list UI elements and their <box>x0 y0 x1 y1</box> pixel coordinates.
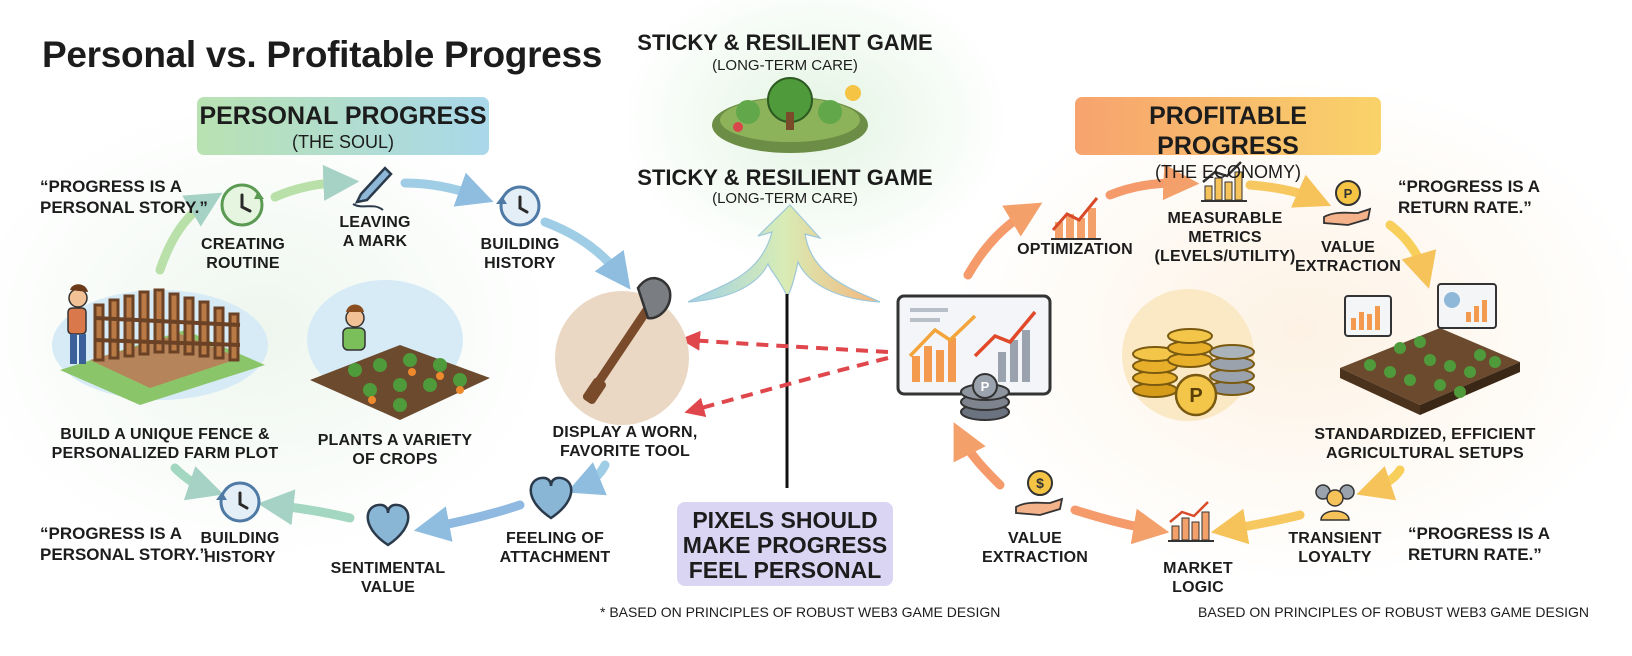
arrow-optimization-to-metrics <box>1105 164 1200 201</box>
arrow-value-to-market <box>1070 505 1170 545</box>
label-creating-routine: CREATING ROUTINE <box>201 236 285 272</box>
profitable-quote-top: “PROGRESS IS A RETURN RATE.” <box>1398 177 1541 217</box>
dashed-arrow-lower <box>684 356 889 418</box>
svg-text:P: P <box>1344 186 1353 201</box>
top-heading-1: STICKY & RESILIENT GAME <box>637 30 933 55</box>
label-measurable-metrics: MEASURABLE METRICS (LEVELS/UTILITY) <box>1154 210 1296 265</box>
arrow-transient-to-market <box>1210 508 1305 545</box>
arrow-fence-to-routine <box>155 192 223 275</box>
fence-farm-illustration <box>52 284 268 405</box>
label-standardized-setups: STANDARDIZED, EFFICIENT AGRICULTURAL SET… <box>1314 426 1536 462</box>
clock-icon <box>220 183 264 227</box>
personal-banner-subtitle: (THE SOUL) <box>291 132 394 152</box>
personal-progress-banner: PERSONAL PROGRESS (THE SOUL) <box>197 97 489 155</box>
label-crops: PLANTS A VARIETY OF CROPS <box>317 432 473 468</box>
label-sentimental-value: SENTIMENTAL VALUE <box>330 560 446 596</box>
arrow-fence-to-history <box>170 463 224 501</box>
label-value-extraction-bottom: VALUE EXTRACTION <box>982 530 1088 566</box>
label-leaving-mark: LEAVING A MARK <box>339 214 411 250</box>
market-chart-icon <box>1168 501 1214 542</box>
arrow-tool-to-attachment <box>566 460 610 496</box>
label-optimization: OPTIMIZATION <box>1017 241 1133 258</box>
coin-hand-icon: P <box>1323 180 1372 226</box>
svg-text:$: $ <box>1036 475 1044 491</box>
history-icon-bottom <box>216 481 261 523</box>
garden-illustration <box>712 77 868 153</box>
center-message-box: PIXELS SHOULD MAKE PROGRESS FEEL PERSONA… <box>677 502 893 586</box>
arrow-attachment-to-sentimental <box>413 500 525 542</box>
label-transient-loyalty: TRANSIENT LOYALTY <box>1288 530 1382 566</box>
profitable-quote-bottom: “PROGRESS IS A RETURN RATE.” <box>1408 524 1551 564</box>
history-icon <box>496 185 541 227</box>
bar-chart-icon <box>1051 197 1101 240</box>
label-market-logic: MARKET LOGIC <box>1163 560 1233 596</box>
label-building-history-bottom: BUILDING HISTORY <box>200 530 280 566</box>
arrow-history-to-tool <box>540 217 631 290</box>
standardized-farm-illustration <box>1340 283 1520 415</box>
shovel-illustration <box>555 276 689 425</box>
pencil-icon <box>352 166 393 211</box>
coin-stacks-illustration: P <box>1122 289 1255 421</box>
token-stack: P <box>960 373 1010 421</box>
arrow-sentimental-to-history <box>257 489 355 526</box>
profitable-banner-title: PROFITABLE PROGRESS <box>1149 102 1307 160</box>
people-icon <box>1315 484 1355 521</box>
personal-quote-top: “PROGRESS IS A PERSONAL STORY.” <box>40 177 208 217</box>
metrics-chart-icon <box>1201 161 1247 202</box>
svg-text:P: P <box>981 379 990 394</box>
arrow-metrics-to-value <box>1245 174 1332 208</box>
dollar-hand-icon: $ <box>1015 470 1064 516</box>
footer-note-left: * BASED ON PRINCIPLES OF ROBUST WEB3 GAM… <box>600 604 1001 620</box>
arrow-to-optimization <box>963 202 1043 280</box>
personal-banner-title: PERSONAL PROGRESS <box>199 102 487 130</box>
profitable-banner-subtitle: (THE ECONOMY) <box>1155 162 1301 182</box>
dashed-arrow-upper <box>680 330 889 354</box>
dashboard-illustration: P <box>896 294 1052 421</box>
top-subheading-1: (LONG-TERM CARE) <box>712 57 858 74</box>
label-fence-plot: BUILD A UNIQUE FENCE & PERSONALIZED FARM… <box>51 426 279 462</box>
top-subheading-2: (LONG-TERM CARE) <box>712 190 858 207</box>
arrow-standardized-to-transient <box>1356 465 1405 501</box>
arrow-routine-to-mark <box>270 164 360 202</box>
footer-note-right: BASED ON PRINCIPLES OF ROBUST WEB3 GAME … <box>1198 604 1590 620</box>
upward-arrow <box>687 204 881 303</box>
personal-quote-bottom: “PROGRESS IS A PERSONAL STORY.” <box>40 524 208 564</box>
top-heading-2: STICKY & RESILIENT GAME <box>637 165 933 190</box>
crops-illustration <box>307 280 490 420</box>
label-attachment: FEELING OF ATTACHMENT <box>499 530 611 566</box>
svg-text:P: P <box>1189 385 1202 407</box>
arrow-mark-to-history <box>400 172 494 207</box>
arrow-value-to-standardized <box>1385 220 1437 289</box>
profitable-progress-banner: PROFITABLE PROGRESS (THE ECONOMY) <box>1075 97 1381 182</box>
heart-icon <box>529 476 573 520</box>
label-value-extraction-top: VALUE EXTRACTION <box>1295 239 1401 275</box>
page-title: Personal vs. Profitable Progress <box>42 34 603 75</box>
heart-icon-sentimental <box>366 503 410 547</box>
arrow-to-dashboard <box>953 422 1005 490</box>
label-building-history-top: BUILDING HISTORY <box>480 236 560 272</box>
label-worn-tool: DISPLAY A WORN, FAVORITE TOOL <box>552 424 698 460</box>
